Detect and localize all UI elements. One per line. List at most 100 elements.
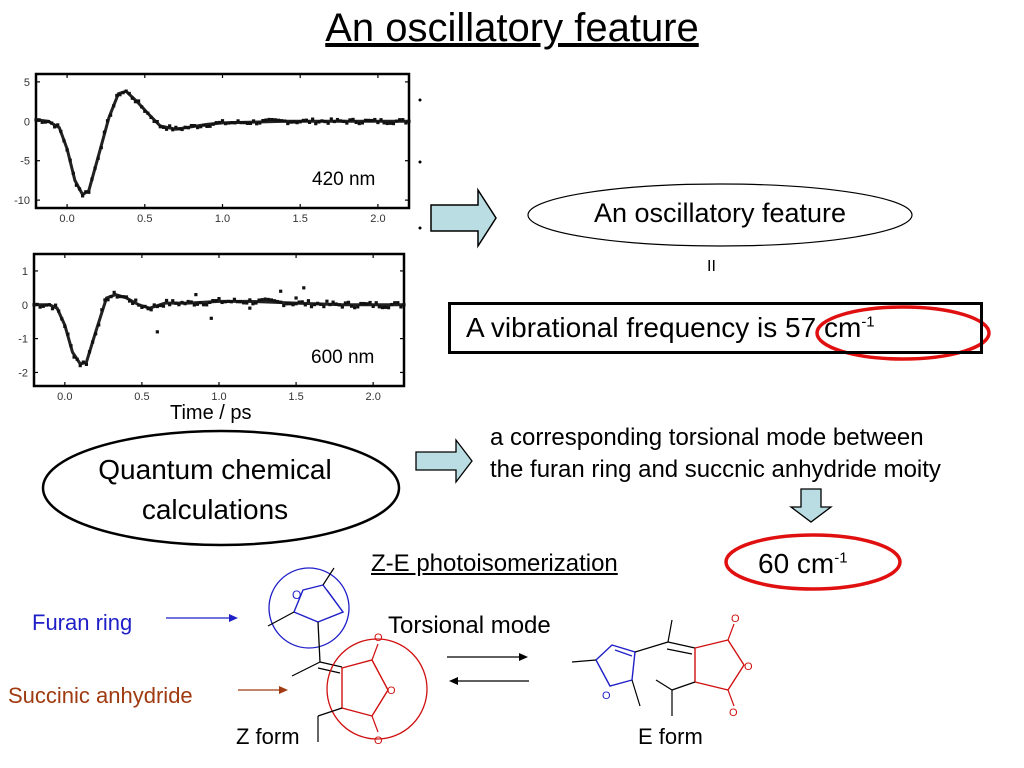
data-point xyxy=(189,123,194,128)
data-point xyxy=(319,302,323,306)
data-point xyxy=(186,299,190,304)
data-point xyxy=(254,301,258,305)
data-point xyxy=(227,121,231,125)
data-point xyxy=(396,301,400,305)
data-point xyxy=(171,299,175,303)
data-point xyxy=(223,300,227,304)
data-point xyxy=(47,303,52,307)
data-point xyxy=(276,118,281,122)
z-form-label: Z form xyxy=(236,724,300,749)
data-point xyxy=(306,299,311,303)
data-point xyxy=(183,125,187,129)
data-point xyxy=(192,124,197,128)
calc-freq-sup: -1 xyxy=(834,549,848,567)
data-point xyxy=(164,127,169,131)
data-point xyxy=(257,298,261,302)
data-point xyxy=(316,301,320,305)
data-point xyxy=(121,295,126,299)
data-point xyxy=(401,118,405,122)
data-point xyxy=(174,125,178,129)
double-bond xyxy=(667,641,696,649)
data-point xyxy=(130,96,134,100)
data-point xyxy=(386,306,391,310)
data-point xyxy=(282,303,286,308)
methyl-bond xyxy=(291,661,321,677)
quantum-calculations-text: Quantum chemical calculations xyxy=(60,450,370,530)
data-point xyxy=(81,360,85,364)
data-point xyxy=(214,121,218,125)
data-point xyxy=(370,118,374,123)
data-point xyxy=(84,362,89,366)
data-point xyxy=(146,307,150,311)
data-point xyxy=(339,119,343,123)
data-point xyxy=(155,119,159,124)
block-arrow-right xyxy=(430,187,497,249)
data-point xyxy=(161,304,166,308)
data-point xyxy=(399,305,403,309)
data-point xyxy=(168,124,172,128)
data-point xyxy=(53,303,58,307)
block-arrow-down xyxy=(789,488,833,523)
data-point xyxy=(99,146,103,150)
data-point xyxy=(152,119,156,123)
data-point xyxy=(251,302,255,306)
data-point xyxy=(326,121,330,125)
x-tick-label: 1.5 xyxy=(293,213,308,225)
atom-label: O xyxy=(729,707,738,719)
methyl-bond xyxy=(655,679,673,691)
data-point xyxy=(96,156,100,160)
x-tick-label: 2.0 xyxy=(370,213,385,225)
data-point xyxy=(35,302,39,306)
data-point xyxy=(380,305,385,310)
data-point xyxy=(311,117,315,121)
backward-arrow-head xyxy=(449,677,458,685)
data-point xyxy=(353,306,357,310)
data-point xyxy=(149,115,153,119)
data-point xyxy=(263,297,267,301)
data-point xyxy=(146,111,150,115)
data-point xyxy=(292,120,296,124)
data-point xyxy=(342,119,346,124)
data-point xyxy=(109,295,113,299)
data-point xyxy=(149,308,153,312)
data-point xyxy=(66,332,70,336)
data-point xyxy=(226,299,230,304)
atom-label: O xyxy=(731,613,740,625)
data-point xyxy=(258,121,262,125)
data-point xyxy=(279,300,283,304)
data-point xyxy=(201,303,206,307)
carbonyl xyxy=(371,643,379,661)
double-bond xyxy=(666,648,693,655)
data-point xyxy=(390,302,394,307)
data-point xyxy=(90,177,94,181)
data-point xyxy=(189,300,193,304)
x-axis-label: Time / ps xyxy=(170,402,252,424)
data-point xyxy=(335,117,340,122)
data-point xyxy=(105,119,110,123)
data-point xyxy=(180,300,184,305)
data-point xyxy=(264,118,268,122)
data-point xyxy=(235,300,240,304)
data-point xyxy=(362,301,366,306)
x-tick-label: 0.5 xyxy=(134,391,149,403)
data-point xyxy=(152,303,156,307)
data-point xyxy=(363,118,368,122)
ze-photoisomerization-label: Z-E photoisomerization xyxy=(371,550,618,577)
data-point xyxy=(40,120,44,124)
x-tick-label: 1.0 xyxy=(215,213,230,225)
data-point xyxy=(78,364,82,368)
data-point xyxy=(32,303,36,307)
data-point xyxy=(90,340,95,344)
data-point xyxy=(143,109,147,113)
data-point xyxy=(245,121,249,125)
data-point xyxy=(180,127,184,132)
vibrational-text: A vibrational frequency is 57 cm xyxy=(466,312,862,343)
torsional-mode-label: Torsional mode xyxy=(388,612,551,639)
data-point xyxy=(133,100,138,104)
data-point xyxy=(211,122,215,126)
data-point xyxy=(374,301,378,305)
data-point xyxy=(34,118,38,122)
data-point xyxy=(102,130,106,134)
data-point xyxy=(38,305,42,309)
